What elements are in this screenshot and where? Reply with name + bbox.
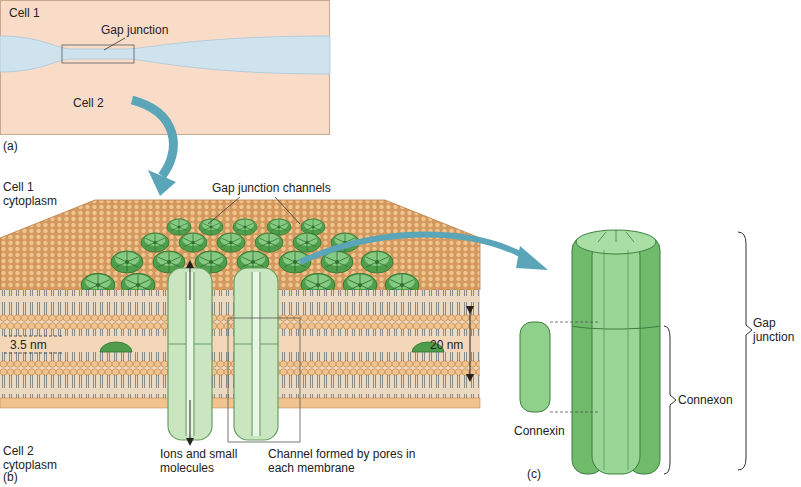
label: Ions and small molecules bbox=[160, 447, 255, 475]
zoom-arrow bbox=[300, 234, 528, 262]
label: Channel formed by pores in each membrane bbox=[268, 447, 438, 475]
bracket bbox=[664, 326, 676, 474]
label: (c) bbox=[527, 467, 541, 481]
leader-line bbox=[104, 38, 125, 50]
label: (b) bbox=[3, 470, 18, 484]
label: Gap junction channels bbox=[212, 181, 331, 195]
label: Connexon bbox=[678, 393, 733, 407]
label: Cell 2 cytoplasm bbox=[3, 444, 83, 472]
label: (a) bbox=[3, 139, 18, 153]
connexin-shape bbox=[520, 322, 550, 412]
panel-text: Cell 2 bbox=[73, 96, 104, 110]
connexon-model bbox=[572, 230, 660, 474]
leader-line bbox=[208, 197, 300, 224]
label: Gap junction bbox=[753, 316, 801, 344]
dimension-arrow bbox=[470, 312, 471, 380]
label: Connexin bbox=[514, 424, 565, 438]
intercellular-space bbox=[0, 36, 330, 74]
bracket bbox=[738, 232, 752, 470]
junction-box bbox=[62, 45, 134, 63]
panel-text: Cell 1 bbox=[9, 6, 40, 20]
label: 3.5 nm bbox=[10, 338, 47, 352]
channel-box bbox=[228, 318, 300, 442]
zoom-arrow-head bbox=[148, 170, 176, 196]
panel-text: Gap junction bbox=[101, 23, 168, 37]
zoom-arrow-head bbox=[516, 246, 548, 270]
flow-arrow bbox=[190, 262, 191, 300]
label: 20 nm bbox=[430, 338, 463, 352]
dimension-line bbox=[4, 336, 62, 353]
channels bbox=[168, 268, 278, 440]
flow-arrow bbox=[190, 400, 191, 444]
dashed-guide bbox=[550, 322, 600, 412]
zoom-arrow bbox=[132, 100, 173, 176]
label: Cell 1 cytoplasm bbox=[3, 180, 83, 208]
